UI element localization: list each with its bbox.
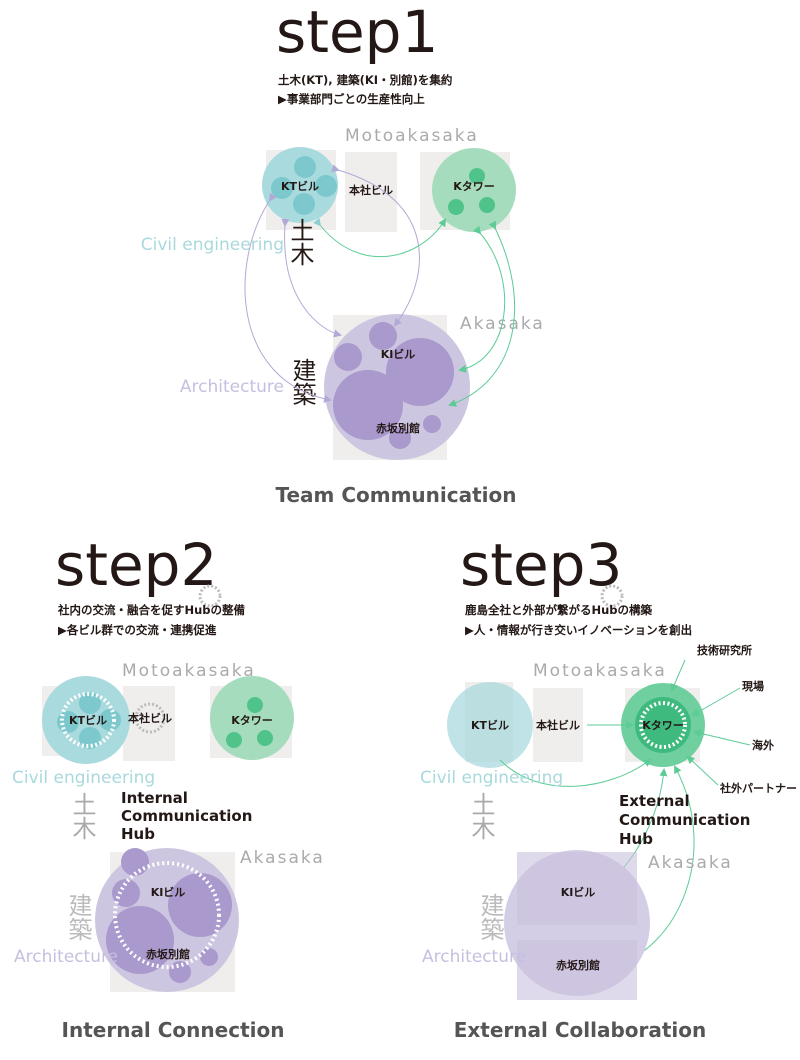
civil-jp-label: 土木: [286, 218, 314, 266]
ki-building-label: KIビル: [151, 885, 186, 899]
akasaka-circle: [95, 848, 239, 992]
ki-building-label: KIビル: [561, 885, 596, 899]
bekkan-label: 赤坂別館: [146, 947, 190, 961]
step1-line-1: 土木(KT), 建築(KI・別館)を集約: [278, 73, 452, 87]
ktower-label: Kタワー: [453, 180, 495, 193]
honsha-building-block: [123, 686, 175, 761]
bekkan-label: 赤坂別館: [376, 421, 420, 435]
hub-ring-icon: [134, 702, 166, 734]
arch-jp-label: 建築: [64, 893, 92, 941]
location-motoakasaka: Motoakasaka: [345, 126, 479, 146]
hub-line-1: Internal: [121, 789, 188, 807]
step1-title: step1: [276, 0, 438, 66]
kt-building-circle: [42, 676, 130, 764]
hub-line-3: Hub: [619, 830, 653, 848]
architecture-label: Architecture: [422, 947, 526, 967]
step3-caption: External Collaboration: [454, 1018, 707, 1042]
kt-building-circle: [447, 682, 533, 768]
hub-line-2: Communication: [121, 807, 252, 825]
step3-line-1: 鹿島全社と外部が繋がるHubの構築: [465, 603, 653, 617]
akasaka-circle: [324, 314, 470, 460]
location-akasaka: Akasaka: [648, 853, 733, 873]
step2-title: step2: [55, 531, 217, 599]
civil-jp-label: 土木: [467, 792, 495, 840]
ki-building-label: KIビル: [381, 347, 416, 361]
hub-ring-icon: [600, 584, 624, 608]
hub-ring-icon: [198, 584, 222, 608]
ktower-label: Kタワー: [231, 714, 273, 727]
external-partner-label: 社外パートナー: [719, 781, 797, 795]
step2-panel: step2 社内の交流・融合を促すHubの整備 ▶各ビル群での交流・連携促進 M…: [12, 531, 325, 1042]
civil-engineering-label: Civil engineering: [141, 235, 284, 255]
bekkan-label: 赤坂別館: [556, 958, 600, 972]
external-lab-label: 技術研究所: [697, 643, 752, 657]
external-overseas-label: 海外: [752, 738, 774, 752]
kt-building-label: KTビル: [69, 713, 107, 727]
step1-caption: Team Communication: [275, 483, 516, 507]
step3-line-2: ▶人・情報が行き交いイノベーションを創出: [465, 623, 692, 637]
arch-jp-label: 建築: [288, 358, 316, 406]
ktower-hub-circle: [621, 683, 705, 767]
civil-jp-label: 土木: [68, 792, 96, 840]
hub-line-1: External: [619, 792, 690, 810]
bekkan-block: [517, 940, 637, 1000]
civil-engineering-label: Civil engineering: [420, 768, 563, 788]
ki-building-block: [517, 852, 637, 925]
step1-panel: step1 土木(KT), 建築(KI・別館)を集約 ▶事業部門ごとの生産性向上…: [141, 0, 543, 507]
step1-line-2: ▶事業部門ごとの生産性向上: [278, 92, 425, 106]
honsha-building-label: 本社ビル: [536, 718, 580, 732]
honsha-building-label: 本社ビル: [128, 711, 172, 725]
location-akasaka: Akasaka: [240, 848, 325, 868]
step3-title: step3: [460, 531, 622, 599]
honsha-building-label: 本社ビル: [349, 183, 393, 197]
location-motoakasaka: Motoakasaka: [122, 661, 256, 681]
step2-line-2: ▶各ビル群での交流・連携促進: [58, 623, 217, 637]
arch-jp-label: 建築: [476, 893, 504, 941]
honsha-building-block: [533, 688, 583, 762]
architecture-label: Architecture: [180, 377, 284, 397]
external-site-label: 現場: [742, 679, 764, 693]
hub-line-3: Hub: [121, 825, 155, 843]
architecture-label: Architecture: [14, 947, 118, 967]
kt-building-label: KTビル: [281, 179, 319, 193]
step2-caption: Internal Connection: [62, 1018, 285, 1042]
ktower-circle: [210, 676, 294, 760]
step2-line-1: 社内の交流・融合を促すHubの整備: [57, 603, 246, 617]
civil-engineering-label: Civil engineering: [12, 768, 155, 788]
hub-line-2: Communication: [619, 811, 750, 829]
ktower-label: Kタワー: [642, 719, 684, 732]
kt-building-label: KTビル: [471, 718, 509, 732]
step1-arrows: [244, 164, 516, 407]
ktower-circle: [432, 148, 516, 232]
location-motoakasaka: Motoakasaka: [533, 661, 667, 681]
step3-panel: step3 鹿島全社と外部が繋がるHubの構築 ▶人・情報が行き交いイノベーショ…: [420, 531, 797, 1042]
